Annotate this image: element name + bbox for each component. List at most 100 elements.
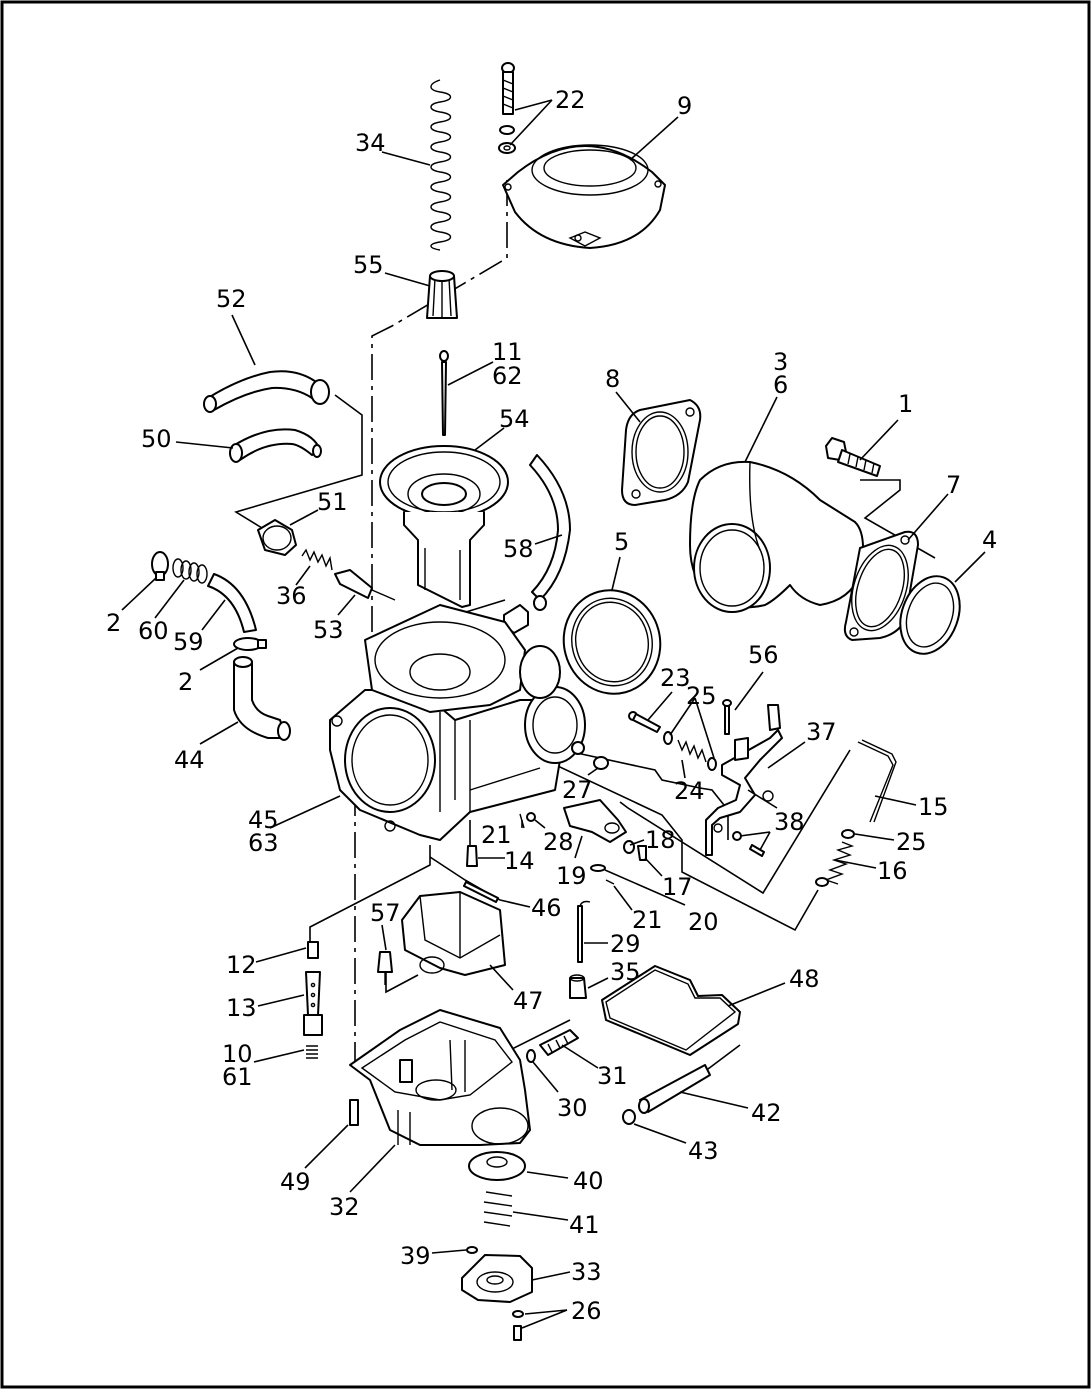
callout-2-upper: 2: [106, 609, 121, 637]
callout-35: 35: [610, 958, 641, 986]
part-spring-24: [677, 739, 707, 763]
part-screw-49: [349, 1099, 359, 1126]
callout-53: 53: [313, 616, 344, 644]
callout-13: 13: [226, 994, 257, 1022]
callout-10: 10: [222, 1040, 253, 1068]
part-screw-26: [512, 1310, 524, 1341]
part-seal-4: [899, 575, 961, 655]
callout-22: 22: [555, 86, 586, 114]
callout-58: 58: [503, 535, 534, 563]
callout-52: 52: [216, 285, 247, 313]
part-spring-60: [172, 558, 208, 584]
callout-42: 42: [751, 1099, 782, 1127]
callout-27: 27: [562, 776, 593, 804]
callout-20: 20: [688, 908, 719, 936]
part-washer-25b: [841, 829, 855, 839]
part-hose-50: [229, 428, 322, 463]
callout-24: 24: [674, 777, 705, 805]
part-diaphragm-54: [379, 445, 509, 608]
callout-25-upper: 25: [686, 682, 717, 710]
callout-25-lower: 25: [896, 828, 927, 856]
part-gasket-8: [621, 399, 702, 506]
part-jet-12: [307, 941, 319, 959]
part-elbow-44: [233, 656, 291, 741]
callout-43: 43: [688, 1137, 719, 1165]
callout-14: 14: [504, 847, 535, 875]
part-plunger-53: [334, 569, 396, 601]
callout-7: 7: [946, 471, 961, 499]
part-needle-11: [439, 350, 449, 436]
part-hose-58: [503, 454, 571, 634]
part-screw-23: [628, 711, 661, 733]
callout-36: 36: [276, 582, 307, 610]
part-clamp-43: [622, 1109, 636, 1125]
callout-31: 31: [597, 1062, 628, 1090]
part-washer-20: [590, 864, 606, 872]
part-tube-46: [463, 881, 499, 903]
callout-62: 62: [492, 362, 523, 390]
callout-28: 28: [543, 828, 574, 856]
part-spring-10: [306, 1045, 318, 1059]
callout-9: 9: [677, 92, 692, 120]
callout-21-lower: 21: [632, 906, 663, 934]
callout-15: 15: [918, 793, 949, 821]
part-clamp-2a: [151, 551, 169, 581]
callout-5: 5: [614, 528, 629, 556]
part-seat-55: [426, 270, 458, 319]
callout-63: 63: [248, 829, 279, 857]
part-screw-31: [539, 1029, 579, 1056]
part-screw-56: [722, 699, 732, 735]
callout-59: 59: [173, 628, 204, 656]
part-screw-22: [498, 62, 516, 154]
callout-57: 57: [370, 899, 401, 927]
callout-61: 61: [222, 1063, 253, 1091]
part-lever-19: [563, 799, 627, 843]
callout-51: 51: [317, 488, 348, 516]
callout-40: 40: [573, 1167, 604, 1195]
callout-44: 44: [174, 746, 205, 774]
part-spring-34: [430, 79, 452, 251]
part-cover-9: [502, 144, 666, 249]
part-tube-29: [577, 900, 591, 963]
callout-55: 55: [353, 251, 384, 279]
callout-12: 12: [226, 951, 257, 979]
callout-49: 49: [280, 1168, 311, 1196]
callout-34: 34: [355, 129, 386, 157]
part-ball-28: [526, 812, 536, 822]
part-flange-7: [843, 530, 919, 641]
part-bolt-1: [825, 437, 881, 477]
part-gasket-48: [601, 965, 741, 1056]
part-hose-42: [638, 1064, 711, 1114]
part-ring-5: [562, 589, 662, 695]
callout-3: 3: [773, 348, 788, 376]
callout-4: 4: [982, 526, 997, 554]
part-cover-33: [461, 1254, 533, 1303]
callout-26: 26: [571, 1297, 602, 1325]
part-needle-valve-57: [377, 951, 393, 985]
callout-38: 38: [774, 808, 805, 836]
part-bushing-27: [593, 756, 609, 770]
callout-54: 54: [499, 405, 530, 433]
leader-lines: [121, 99, 986, 1329]
callout-21-upper: 21: [481, 821, 512, 849]
part-carb-body-45: [329, 604, 586, 841]
callout-56: 56: [748, 641, 779, 669]
callout-23: 23: [660, 664, 691, 692]
callout-60: 60: [138, 617, 169, 645]
part-rod-15: [857, 739, 897, 823]
callout-2-lower: 2: [178, 668, 193, 696]
part-emulsion-tube-13: [303, 971, 323, 1036]
part-spring-16: [815, 841, 855, 887]
callout-50: 50: [141, 425, 172, 453]
callout-8: 8: [605, 365, 620, 393]
part-clamp-2b: [233, 637, 267, 651]
callout-33: 33: [571, 1258, 602, 1286]
callout-17: 17: [662, 873, 693, 901]
callout-47: 47: [513, 987, 544, 1015]
callout-16: 16: [877, 857, 908, 885]
part-plug-35: [569, 974, 587, 999]
callout-46: 46: [531, 894, 562, 922]
part-washer-18: [623, 840, 635, 854]
callout-18: 18: [645, 826, 676, 854]
